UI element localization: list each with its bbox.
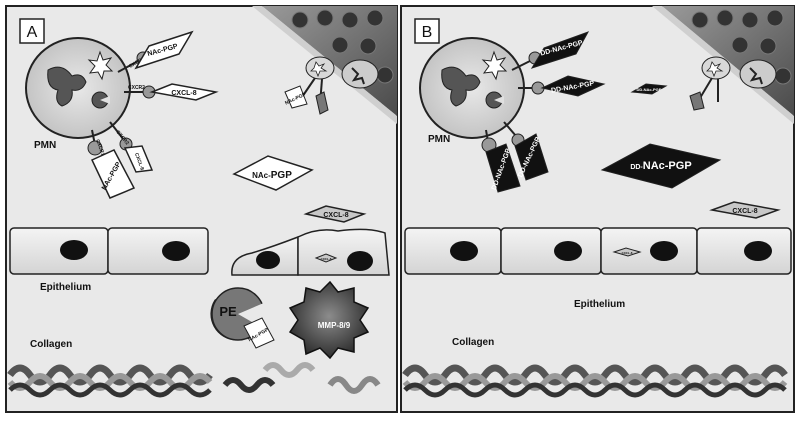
migrating-cell: NAc-PGP [284,56,335,115]
free-cxcl8: CXCL-8 [709,201,781,219]
panel-b: B [400,5,795,413]
bound-ligand-dd-low1: DD-NAc-PGP [485,143,521,193]
free-nac-pgp: NAc-PGP [232,155,314,191]
collagen-label: Collagen [30,339,72,350]
migrating-cell [689,56,731,111]
bound-ligand-dd-low2: DD-NAc-PGP [514,133,549,181]
pe-enzyme: PE NAc-PGP [210,287,275,349]
panel-a-letter: A [27,24,38,41]
receptor-label: CXCR1 [94,139,106,157]
svg-text:DD-NAc-PGP: DD-NAc-PGP [637,87,662,92]
bound-ligand-nac-pgp-lower: NAc-PGP [90,149,136,199]
collagen-fibers [402,364,788,398]
epithelium-label: Epithelium [40,282,91,293]
tiny-free-dd: DD-NAc-PGP [630,83,668,95]
panel-a: A NAc-PGP [5,5,398,413]
svg-text:CXCL-8: CXCL-8 [171,90,196,97]
bound-ligand-dd-top: DD-NAc-PGP [530,31,590,69]
bound-ligand-nac-pgp: NAc-PGP [134,30,194,70]
free-cxcl8: CXCL-8 [303,205,367,223]
bound-ligand-dd-mid: DD-NAc-PGP [540,75,606,97]
svg-text:MMP-8/9: MMP-8/9 [318,321,351,330]
epithelium-label: Epithelium [574,299,625,310]
receptor-label: CXCR2 [128,85,145,91]
epithelium-layer: CXCL-8 [404,227,792,275]
svg-text:NAc-PGP: NAc-PGP [252,170,292,181]
svg-text:CXCL-8: CXCL-8 [732,208,757,215]
small-diamond-label: CXCL-8 [321,257,332,261]
panel-a-letter-box [19,18,45,44]
bound-ligand-cxcl8: CXCL-8 [149,83,219,101]
mmp-enzyme: MMP-8/9 [288,280,370,360]
pmn-label: PMN [428,134,450,145]
svg-text:CXCL-8: CXCL-8 [323,212,348,219]
pmn-cell [419,37,545,153]
pmn-label: PMN [34,140,56,151]
panel-b-letter: B [422,24,433,41]
collagen-label: Collagen [452,337,494,348]
svg-text:PE: PE [219,304,237,319]
svg-text:CXCL-8: CXCL-8 [133,152,145,171]
collagen-fibers [7,362,381,398]
epithelium-layer: CXCL-8 [9,227,390,276]
small-diamond-label: CXCL-8 [622,251,633,255]
svg-text:DD-NAc-PGP: DD-NAc-PGP [630,160,691,172]
free-dd-nac-pgp: DD-NAc-PGP [600,143,722,189]
panel-b-letter-box [414,18,440,44]
bound-ligand-cxcl8-lower: CXCL-8 [123,145,154,173]
pmn-cell: CXCR1 CXCR2 CXCR1 CXCR2 [25,37,156,157]
